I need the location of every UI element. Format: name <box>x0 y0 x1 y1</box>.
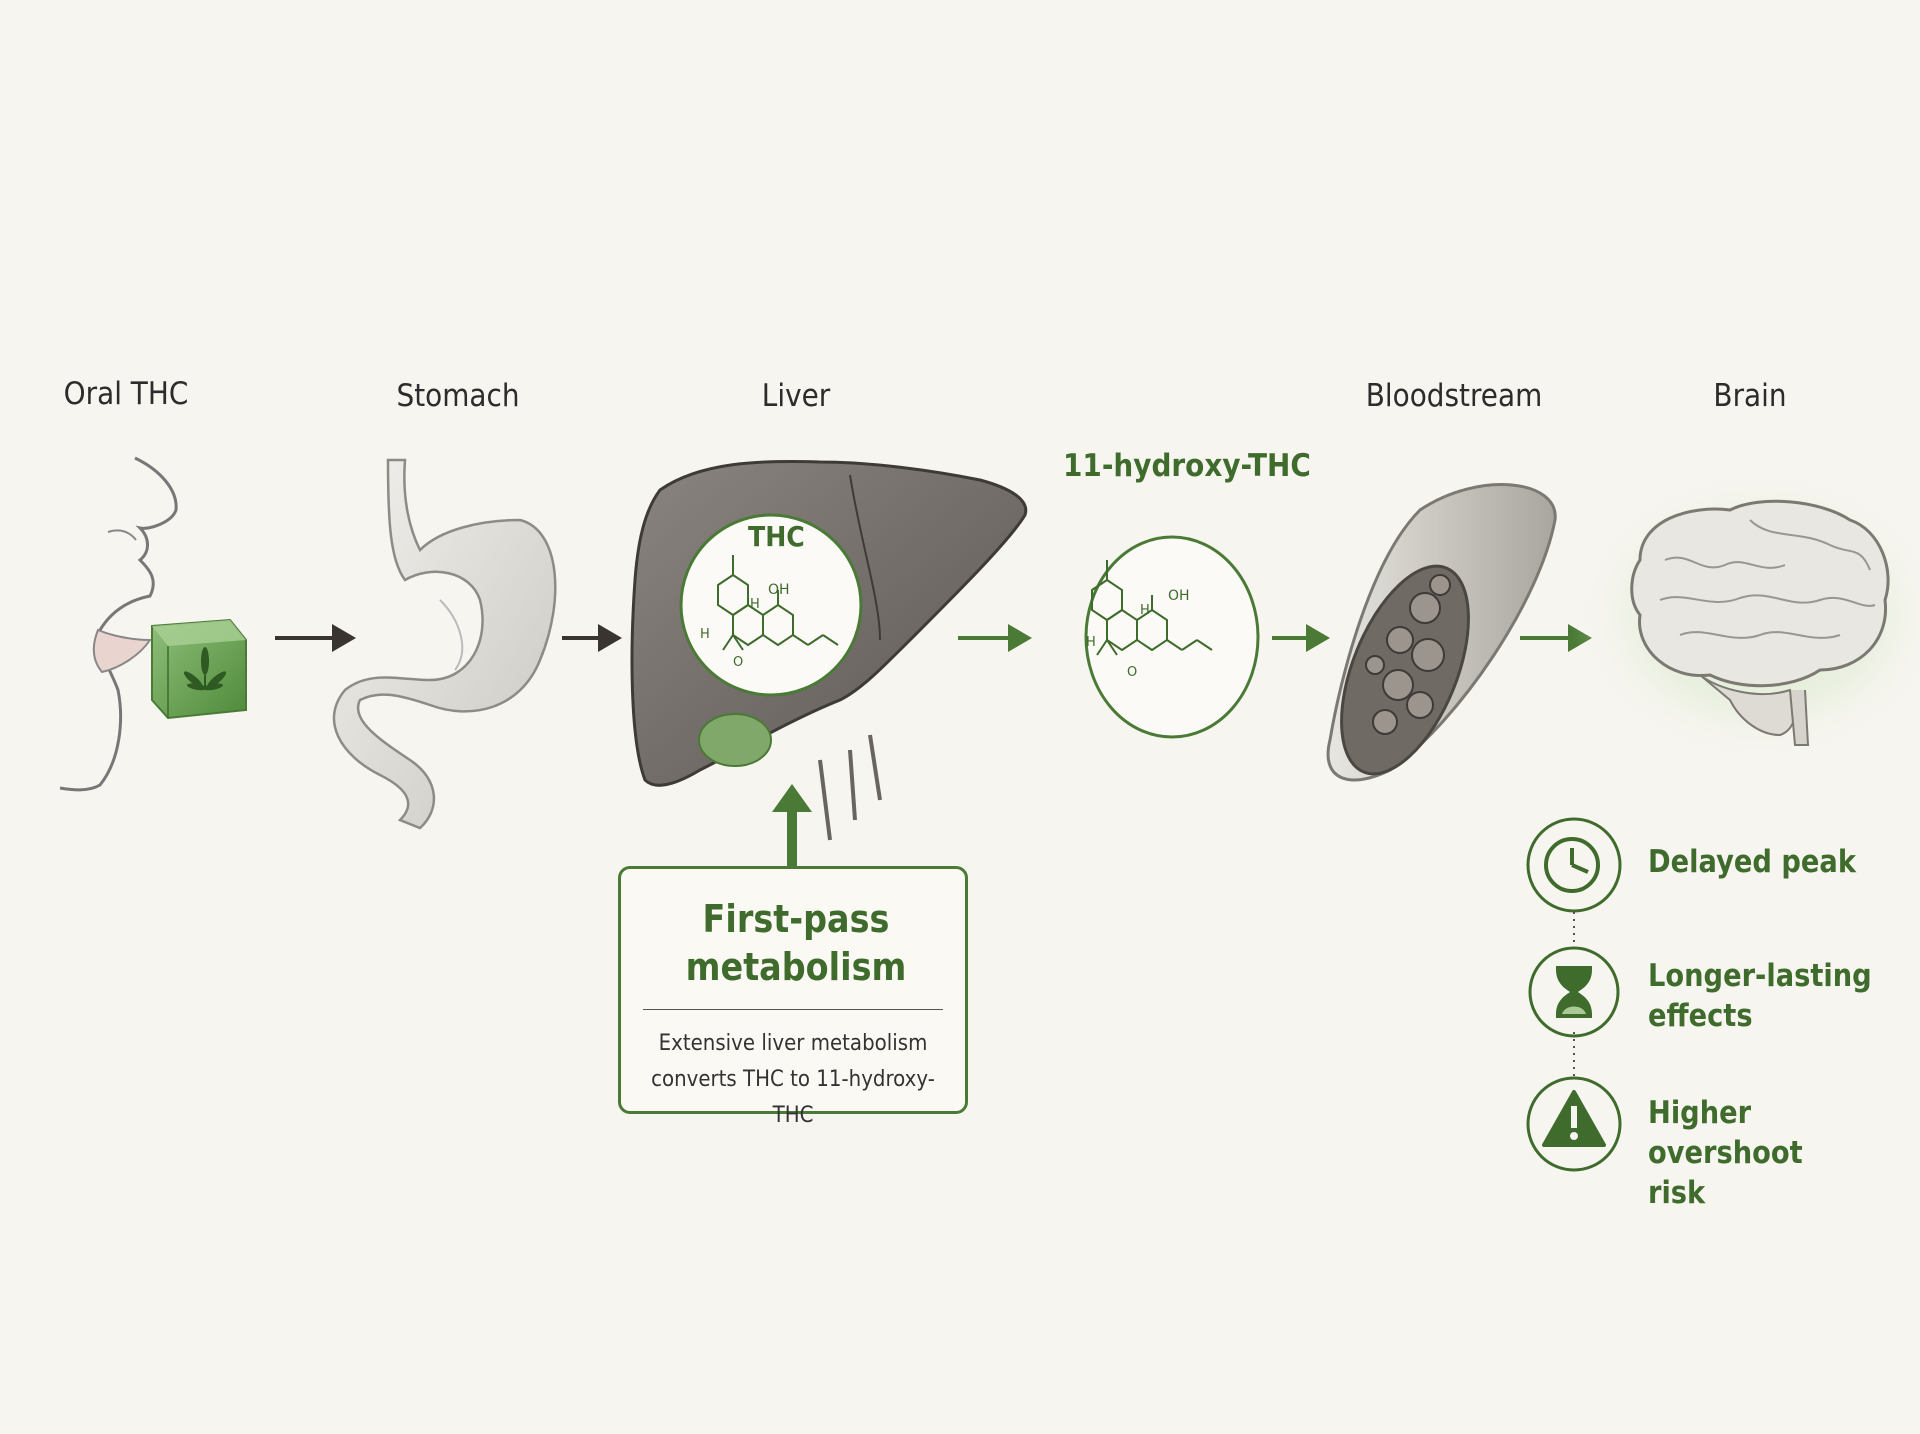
effect-3-line2: risk <box>1648 1175 1706 1211</box>
effect-delayed-peak: Delayed peak <box>1648 842 1877 882</box>
flow-arrow-1 <box>275 624 356 652</box>
gallbladder-illustration <box>698 713 772 767</box>
clock-icon <box>1526 817 1622 913</box>
first-pass-description-line2: converts THC to 11-hydroxy-THC <box>651 1067 935 1128</box>
face-profile-illustration <box>59 456 178 792</box>
first-pass-description-line1: Extensive liver metabolism <box>658 1031 928 1056</box>
effect-longer-lasting: Longer-lasting effects <box>1648 956 1877 1036</box>
edible-cube-icon <box>151 618 247 720</box>
hourglass-icon <box>1528 946 1620 1038</box>
metabolite-oh-label: OH <box>1168 588 1190 604</box>
stage-label-oral: Oral THC <box>63 376 189 412</box>
effect-1-line1: Delayed peak <box>1648 844 1856 880</box>
stage-label-stomach: Stomach <box>396 378 520 414</box>
flow-arrow-4 <box>1272 624 1330 652</box>
thc-oh-label: OH <box>768 582 790 598</box>
stage-label-bloodstream: Bloodstream <box>1365 378 1543 414</box>
metabolite-o-label: O <box>1127 665 1137 680</box>
flow-arrow-2 <box>562 624 622 652</box>
first-pass-box: First-pass metabolism Extensive liver me… <box>618 866 968 1128</box>
first-pass-divider <box>643 1009 943 1010</box>
metabolite-title: 11-hydroxy-THC <box>1063 448 1311 484</box>
metabolite-h-label-1: H <box>1140 603 1150 618</box>
stomach-illustration <box>332 458 557 830</box>
effect-3-line1: Higher overshoot <box>1648 1095 1803 1171</box>
first-pass-arrow <box>772 784 812 868</box>
warning-icon <box>1526 1076 1622 1172</box>
thc-molecule-title: THC <box>748 520 805 553</box>
effect-2-line2: effects <box>1648 998 1753 1034</box>
blood-vessel-illustration <box>1326 483 1557 782</box>
effect-overshoot-risk: Higher overshoot risk <box>1648 1093 1877 1213</box>
thc-molecule-circle <box>679 513 863 697</box>
first-pass-title: First-pass metabolism <box>685 897 907 989</box>
stage-label-brain: Brain <box>1713 378 1787 414</box>
metabolite-molecule-circle <box>1084 535 1260 739</box>
flow-arrow-3 <box>958 624 1032 652</box>
thc-h-label-1: H <box>750 597 760 612</box>
thc-o-label: O <box>733 655 743 670</box>
effect-2-line1: Longer-lasting <box>1648 958 1872 994</box>
metabolite-h-label-2: H <box>1086 635 1096 650</box>
brain-illustration <box>1570 465 1920 765</box>
stage-label-liver: Liver <box>761 378 831 414</box>
thc-h-label-2: H <box>700 627 710 642</box>
